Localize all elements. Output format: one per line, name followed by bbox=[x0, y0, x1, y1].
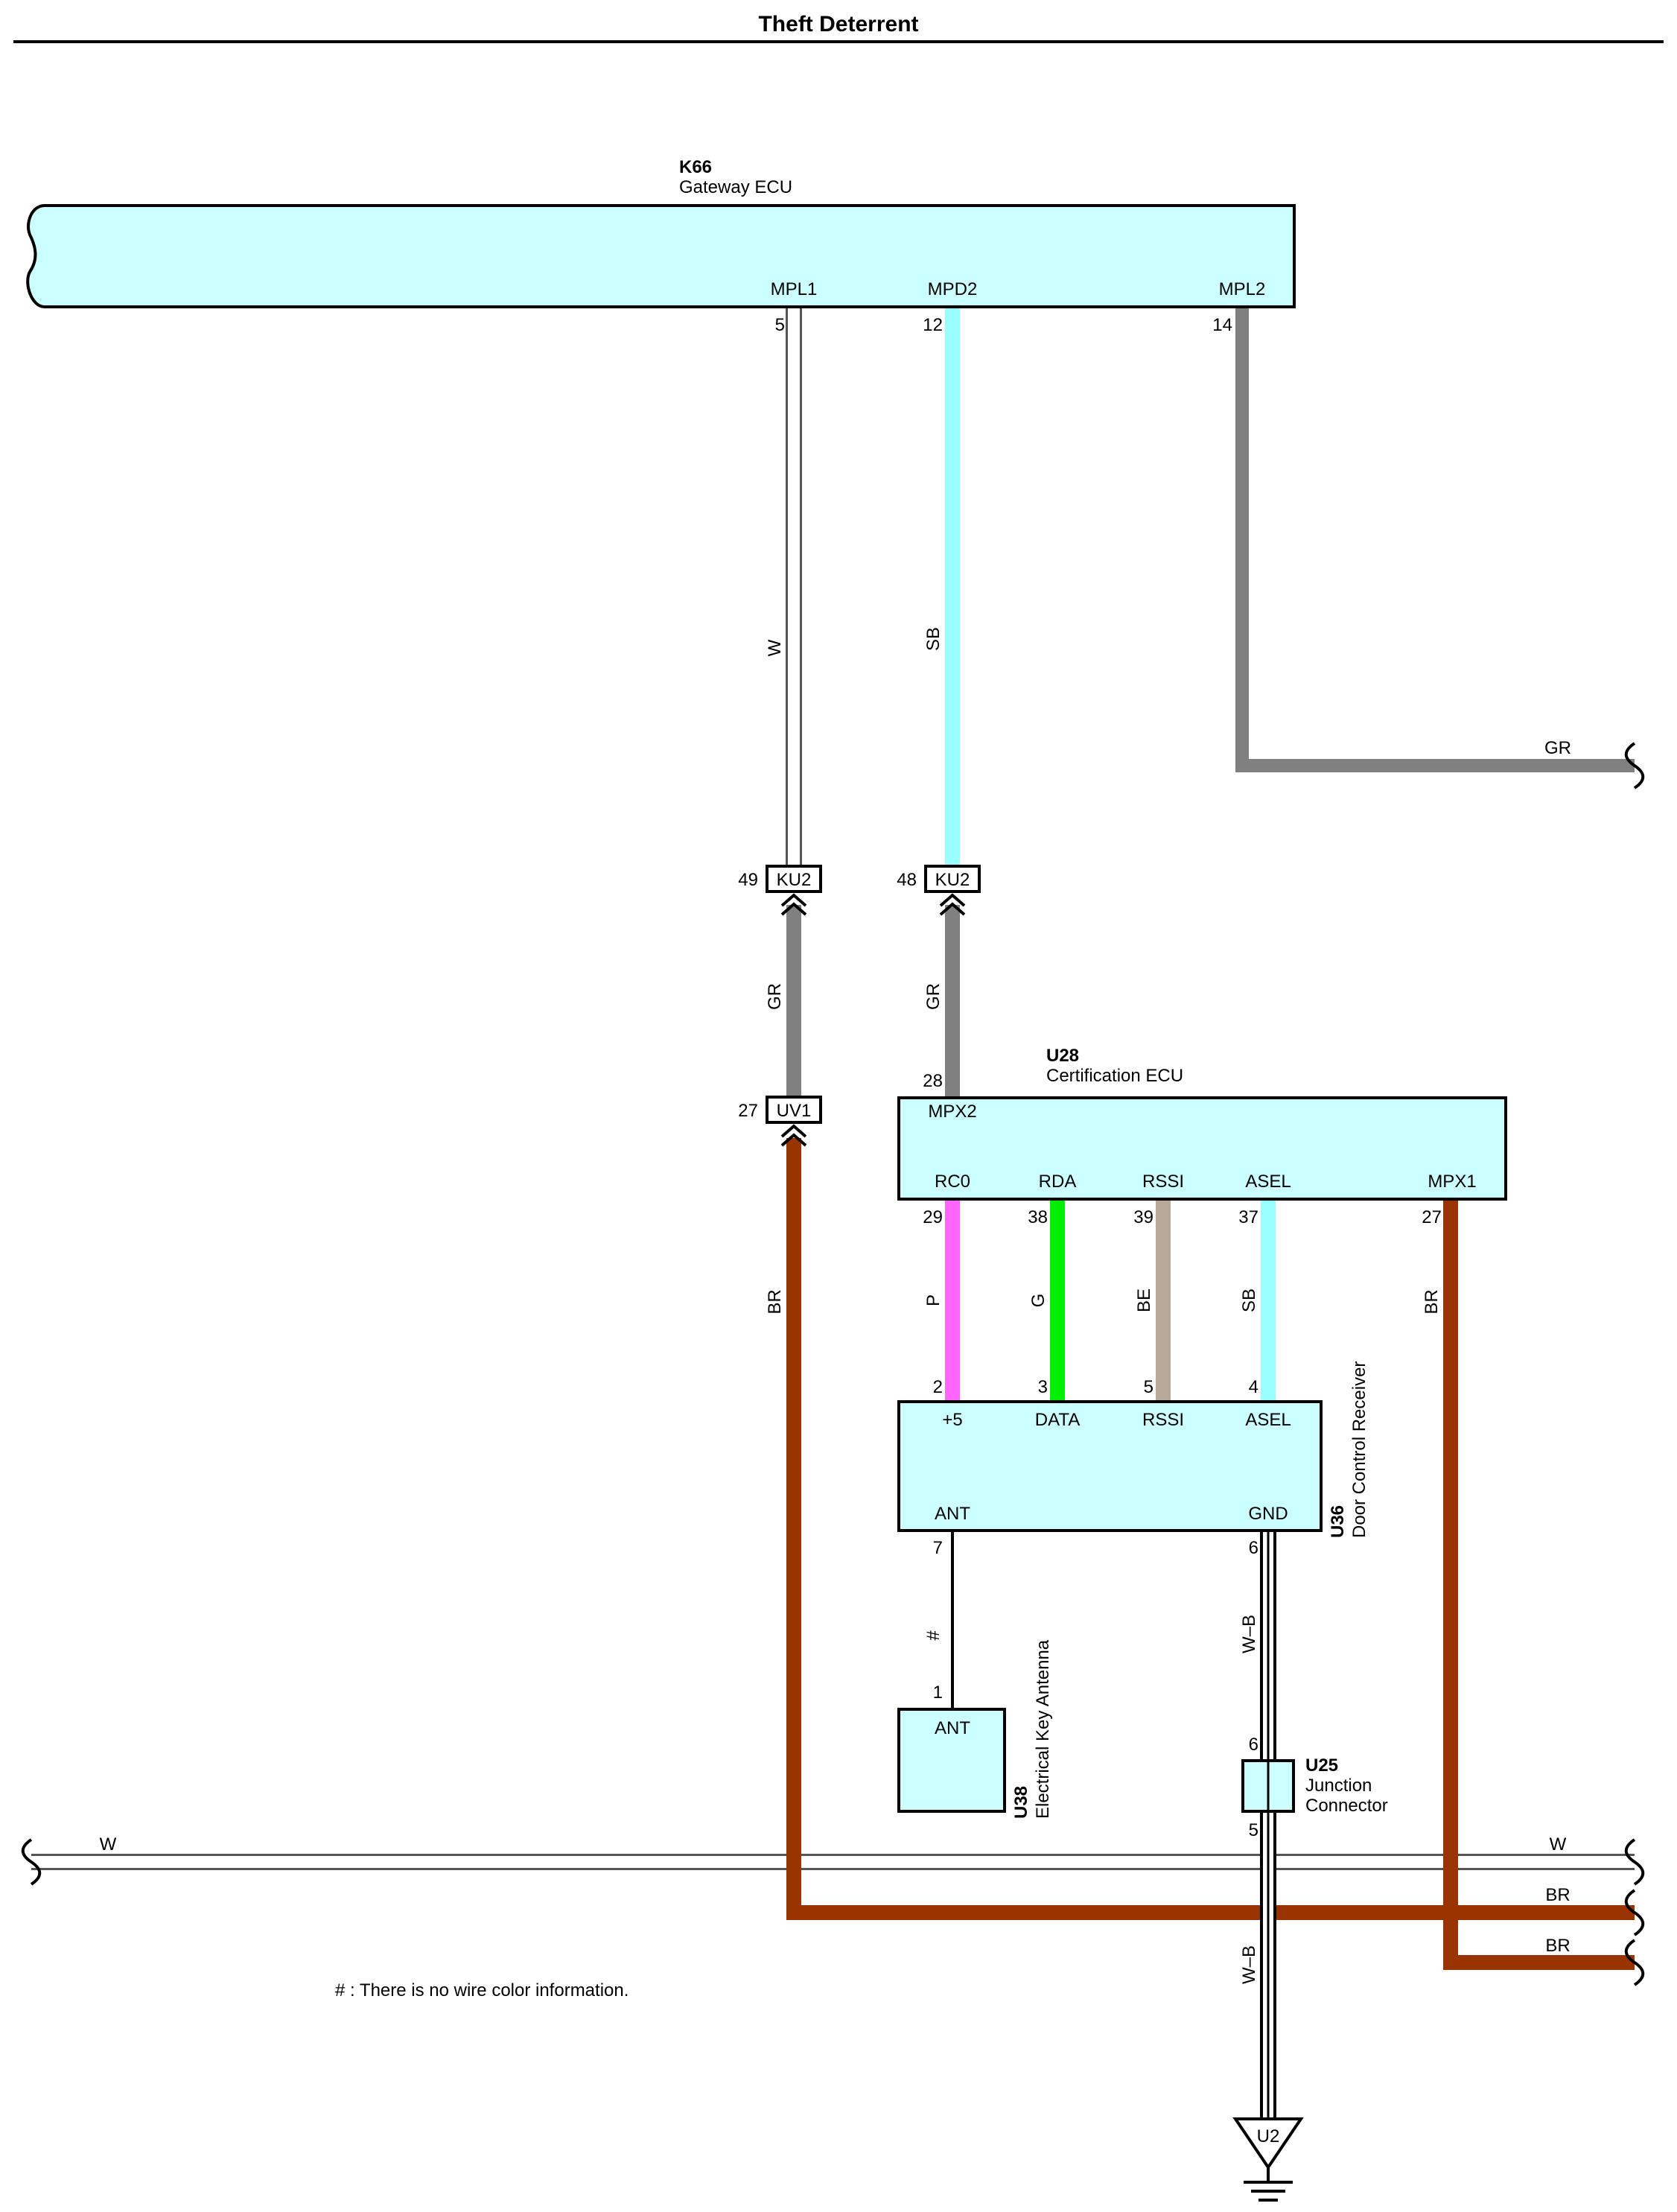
u28-pinnum-mpx2: 28 bbox=[923, 1071, 943, 1091]
ground-u2-code: U2 bbox=[1257, 2126, 1280, 2146]
u28-pin-mpx2: MPX2 bbox=[928, 1102, 976, 1122]
break-mark-w-right bbox=[1624, 1838, 1645, 1886]
u28-pin-rda: RDA bbox=[1039, 1172, 1077, 1192]
k66-code: K66 bbox=[679, 157, 712, 177]
u36-door-control-receiver: +5 DATA RSSI ASEL ANT GND U36 Door Contr… bbox=[897, 1361, 1369, 1538]
u25-name-line1: Junction bbox=[1305, 1776, 1372, 1796]
u36-name: Door Control Receiver bbox=[1349, 1361, 1369, 1538]
u36-pin-data: DATA bbox=[1035, 1410, 1080, 1430]
wire-label-bus-w-right: W bbox=[1550, 1834, 1567, 1855]
connector-ku2-b: KU2 bbox=[924, 865, 981, 916]
wire-label-gnd-upper: W–B bbox=[1239, 1615, 1259, 1653]
u25-name-line2: Connector bbox=[1305, 1796, 1388, 1816]
k66-pin-mpl1: MPL1 bbox=[771, 279, 818, 299]
wire-label-mpl2: GR bbox=[1544, 738, 1571, 758]
wire-label-mpd2: SB bbox=[923, 627, 943, 651]
k66-gateway-ecu: K66 Gateway ECU MPL1 MPD2 MPL2 bbox=[26, 157, 1296, 308]
u36-pin-rssi: RSSI bbox=[1142, 1410, 1184, 1430]
u28-code: U28 bbox=[1046, 1046, 1079, 1066]
u28-pin-mpx1: MPX1 bbox=[1428, 1172, 1476, 1192]
u28-pinnum-asel: 37 bbox=[1238, 1207, 1258, 1227]
u25-code: U25 bbox=[1305, 1755, 1338, 1776]
u36-pin-ant: ANT bbox=[935, 1504, 970, 1524]
wire-label-bus-w-left: W bbox=[100, 1834, 117, 1855]
wire-label-mpl1: W bbox=[765, 639, 785, 656]
wire-label-rssi: BE bbox=[1134, 1288, 1154, 1312]
wire-label-ant: # bbox=[923, 1630, 943, 1641]
u28-pinnum-mpx1: 27 bbox=[1422, 1207, 1442, 1227]
u25-junction-connector: U25 Junction Connector bbox=[1241, 1755, 1388, 1816]
u36-pinnum-ant: 7 bbox=[933, 1538, 943, 1558]
k66-pin-mpl2: MPL2 bbox=[1219, 279, 1266, 299]
u36-pinnum-plus5: 2 bbox=[933, 1377, 943, 1397]
u36-pin-asel: ASEL bbox=[1245, 1410, 1291, 1430]
u38-name: Electrical Key Antenna bbox=[1033, 1639, 1053, 1819]
break-mark-br1 bbox=[1624, 1889, 1645, 1936]
u38-pinnum-ant: 1 bbox=[933, 1682, 943, 1703]
wire-label-ku2b: GR bbox=[923, 983, 943, 1010]
k66-pinnum-mpl2: 14 bbox=[1212, 315, 1232, 335]
u28-pin-asel: ASEL bbox=[1245, 1172, 1291, 1192]
connector-uv1-code: UV1 bbox=[777, 1101, 812, 1121]
break-mark-br2 bbox=[1624, 1939, 1645, 1986]
connector-ku2-b-code: KU2 bbox=[935, 870, 970, 890]
u28-pinnum-rc0: 29 bbox=[923, 1207, 943, 1227]
wire-mpl2-gr bbox=[1235, 307, 1635, 772]
break-mark-gr bbox=[1624, 742, 1645, 789]
wire-label-rc0: P bbox=[923, 1294, 943, 1306]
u36-pin-plus5: +5 bbox=[942, 1410, 962, 1430]
u28-pin-rc0: RC0 bbox=[935, 1172, 970, 1192]
wire-label-bus-br1: BR bbox=[1545, 1885, 1570, 1905]
wire-label-mpx1: BR bbox=[1422, 1289, 1442, 1314]
wire-mpx1-br bbox=[1443, 1199, 1635, 1970]
k66-pin-mpd2: MPD2 bbox=[928, 279, 978, 299]
k66-name: Gateway ECU bbox=[679, 177, 792, 197]
u36-pinnum-asel: 4 bbox=[1249, 1377, 1258, 1397]
u36-pinnum-gnd: 6 bbox=[1249, 1538, 1258, 1558]
wire-label-asel: SB bbox=[1239, 1288, 1259, 1312]
wire-label-bus-br2: BR bbox=[1545, 1936, 1570, 1956]
u25-pinnum-in: 6 bbox=[1249, 1735, 1258, 1755]
u36-pinnum-data: 3 bbox=[1038, 1377, 1048, 1397]
u38-electrical-key-antenna: ANT U38 Electrical Key Antenna bbox=[897, 1639, 1053, 1819]
ground-u2: U2 bbox=[1232, 2117, 1304, 2202]
wire-label-ku2a: GR bbox=[765, 983, 785, 1010]
k66-pinnum-mpl1: 5 bbox=[775, 315, 785, 335]
connector-ku2-b-pin: 48 bbox=[897, 870, 917, 890]
page-title: Theft Deterrent bbox=[758, 12, 918, 36]
connector-uv1-chevron bbox=[780, 1124, 807, 1138]
k66-pinnum-mpd2: 12 bbox=[923, 315, 943, 335]
footnote: # : There is no wire color information. bbox=[335, 1980, 629, 2000]
u28-pinnum-rda: 38 bbox=[1028, 1207, 1048, 1227]
connector-uv1-pin: 27 bbox=[738, 1101, 758, 1121]
u36-pin-gnd: GND bbox=[1248, 1504, 1288, 1524]
wire-label-uv1: BR bbox=[765, 1289, 785, 1314]
wire-label-gnd-lower: W–B bbox=[1239, 1945, 1259, 1984]
u36-code: U36 bbox=[1328, 1505, 1348, 1538]
u38-code: U38 bbox=[1011, 1786, 1031, 1819]
connector-ku2-a: KU2 bbox=[766, 865, 822, 916]
connector-uv1: UV1 bbox=[766, 1096, 822, 1147]
connector-ku2-a-pin: 49 bbox=[738, 870, 758, 890]
connector-ku2-b-chevron bbox=[939, 893, 966, 907]
wire-label-rda: G bbox=[1028, 1294, 1048, 1308]
u28-pinnum-rssi: 39 bbox=[1133, 1207, 1153, 1227]
u28-certification-ecu: U28 Certification ECU MPX2 RC0 RDA RSSI … bbox=[897, 1046, 1507, 1201]
connector-ku2-a-chevron bbox=[780, 893, 807, 907]
u28-name: Certification ECU bbox=[1046, 1066, 1183, 1086]
u25-pinnum-out: 5 bbox=[1249, 1820, 1258, 1840]
u36-pinnum-rssi: 5 bbox=[1144, 1377, 1153, 1397]
connector-ku2-a-code: KU2 bbox=[777, 870, 812, 890]
break-mark-w-left bbox=[21, 1838, 42, 1886]
u28-pin-rssi: RSSI bbox=[1142, 1172, 1184, 1192]
wire-uv1-br bbox=[786, 1138, 1635, 1920]
u38-pin-ant: ANT bbox=[935, 1718, 970, 1738]
